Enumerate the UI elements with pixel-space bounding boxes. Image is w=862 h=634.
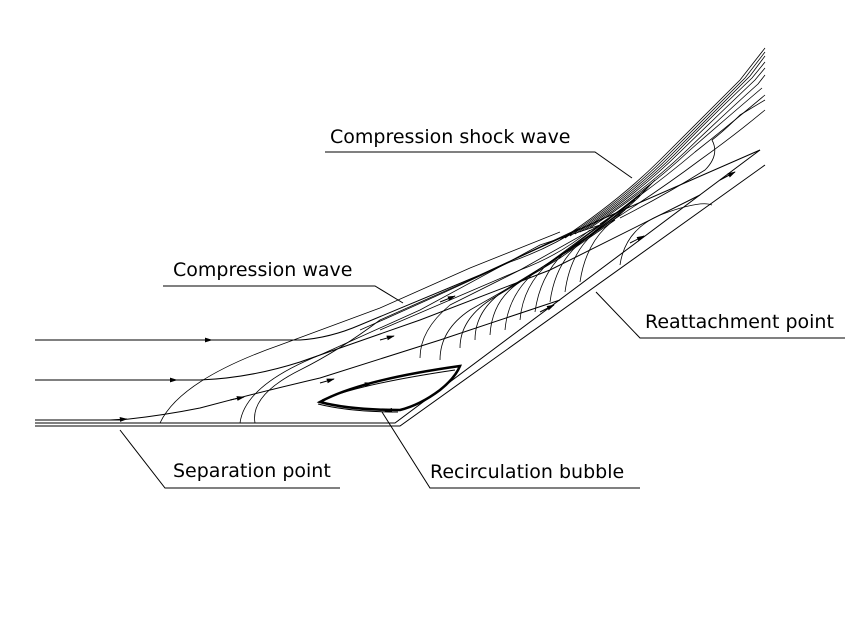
leader-reattachment	[595, 291, 845, 339]
compression-wave-lines	[159, 179, 713, 424]
streamline-middle	[35, 194, 701, 381]
streamline-arrow-8	[719, 171, 736, 181]
streamline-arrow-6	[229, 396, 245, 401]
leader-shock	[325, 151, 633, 179]
streamline-arrow-4	[439, 295, 456, 303]
streamline-arrow-10	[319, 378, 335, 384]
streamline-arrow-9	[539, 304, 555, 313]
shock-wave-lines	[359, 47, 766, 331]
streamline-arrow-7	[629, 235, 645, 244]
streamline-arrow-5	[379, 335, 395, 341]
leader-separation	[119, 429, 340, 489]
label-reattachment-point: Reattachment point	[645, 311, 834, 333]
leader-recirculation	[381, 411, 640, 489]
streamline-arrow-3	[109, 417, 128, 422]
streamline-top	[35, 149, 761, 341]
label-compression-shock-wave: Compression shock wave	[330, 126, 571, 148]
leader-compression-wave	[163, 285, 404, 304]
recirculation-bubble-shape	[316, 364, 462, 413]
label-recirculation-bubble: Recirculation bubble	[430, 461, 624, 483]
label-separation-point: Separation point	[173, 460, 331, 482]
leader-lines	[119, 151, 845, 489]
label-compression-wave: Compression wave	[173, 259, 352, 281]
streamline-bottom	[35, 299, 561, 421]
